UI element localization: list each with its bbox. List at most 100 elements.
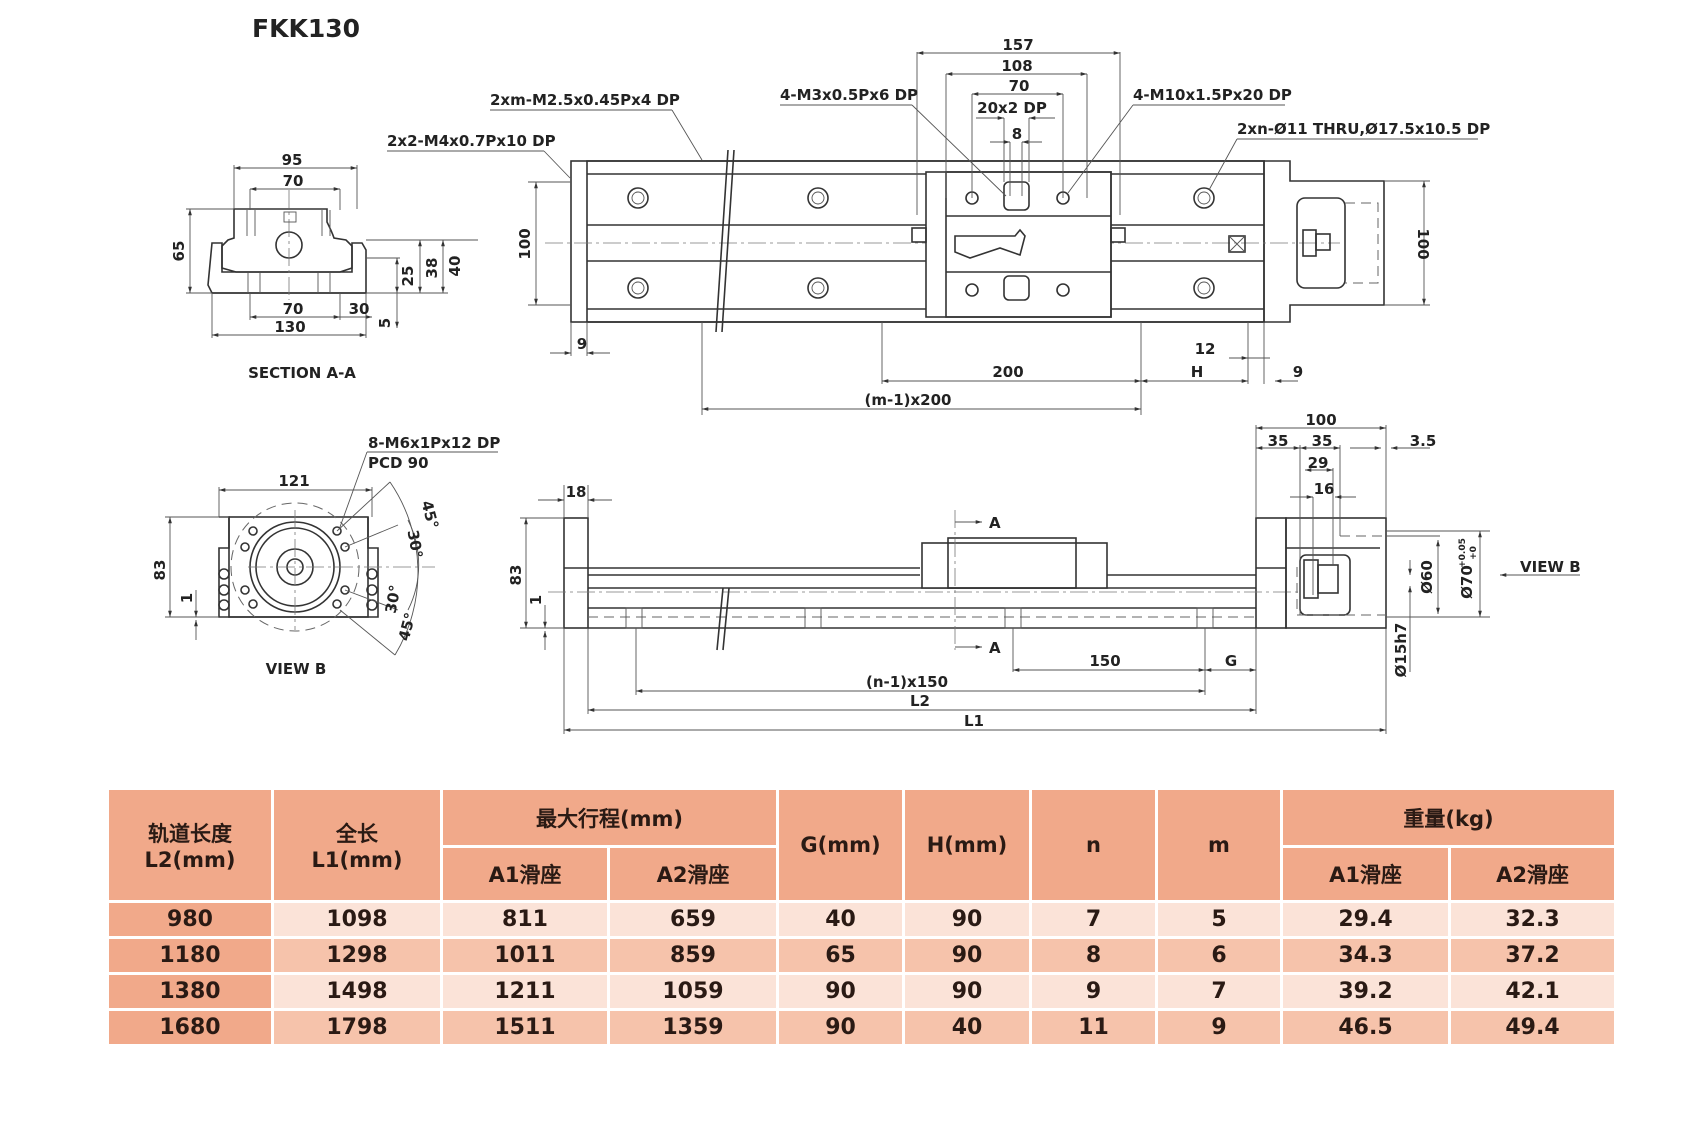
callout-pcd: PCD 90	[368, 454, 429, 472]
view-b-label: VIEW B	[266, 660, 327, 678]
technical-drawing: 95 70 65 25 38 40 70 30 130 5 SECTION A-…	[151, 36, 1581, 734]
header-weight-a2: A2滑座	[1451, 848, 1618, 903]
dim-83: 83	[151, 560, 169, 581]
cell-l1: 1498	[274, 975, 443, 1011]
dim-130: 130	[274, 318, 305, 336]
cell-g: 90	[779, 1011, 905, 1047]
section-a-marker-top: A	[989, 514, 1001, 532]
cell-n: 7	[1032, 903, 1158, 939]
cell-weight-a1: 46.5	[1283, 1011, 1451, 1047]
base-hole	[627, 277, 649, 299]
cell-stroke-a1: 1511	[443, 1011, 610, 1047]
dim-h: H	[1191, 363, 1204, 381]
base-hole	[807, 277, 829, 299]
dim-9-left: 9	[577, 335, 587, 353]
section-a-marker-bottom: A	[989, 639, 1001, 657]
dim-9-right: 9	[1293, 363, 1303, 381]
callout-end-holes: 2x2-M4x0.7Px10 DP	[387, 132, 556, 150]
dim-35-a: 35	[1268, 432, 1289, 450]
cell-stroke-a1: 811	[443, 903, 610, 939]
dim-5: 5	[376, 318, 394, 328]
cell-weight-a2: 49.4	[1451, 1011, 1618, 1047]
dim-100-motor: 100	[1305, 411, 1336, 429]
dim-1-side: 1	[527, 595, 545, 605]
section-aa-label: SECTION A-A	[248, 364, 356, 382]
callout-base-holes: 2xn-Ø11 THRU,Ø17.5x10.5 DP	[1237, 120, 1490, 138]
dim-m-1-x200: (m-1)x200	[865, 391, 952, 409]
header-max-stroke: 最大行程(mm)	[443, 790, 779, 848]
header-stroke-a1: A1滑座	[443, 848, 610, 903]
view-b-arrow-label: VIEW B	[1520, 558, 1581, 576]
angle-30-top: 30°	[404, 529, 427, 560]
dim-70-top: 70	[283, 172, 304, 190]
base-hole	[1193, 187, 1215, 209]
cell-g: 90	[779, 975, 905, 1011]
dim-29: 29	[1308, 454, 1329, 472]
dim-g: G	[1225, 652, 1237, 670]
cell-stroke-a2: 859	[610, 939, 779, 975]
cell-l1: 1298	[274, 939, 443, 975]
dim-200: 200	[992, 363, 1023, 381]
header-g: G(mm)	[779, 790, 905, 903]
model-title: FKK130	[252, 14, 361, 43]
dim-18: 18	[566, 483, 587, 501]
view-b: 121 83 1 45° 30° 30° 45° 8-M6x1Px12 DP P…	[151, 434, 500, 678]
dim-dia-70-tol-upper: +0.05	[1458, 538, 1468, 568]
dim-83-side: 83	[507, 565, 525, 586]
top-view: 157 108 70 20x2 DP 8 2xm-M2.5x0.45Px4 DP…	[387, 36, 1490, 415]
cell-stroke-a2: 659	[610, 903, 779, 939]
base-hole	[807, 187, 829, 209]
dim-121: 121	[278, 472, 309, 490]
callout-slider-m3: 4-M3x0.5Px6 DP	[780, 86, 918, 104]
dim-1: 1	[178, 593, 196, 603]
dim-dia-60: Ø60	[1418, 560, 1436, 594]
dim-8: 8	[1012, 125, 1022, 143]
cell-weight-a2: 32.3	[1451, 903, 1618, 939]
cell-g: 40	[779, 903, 905, 939]
table-row: 1380 1498 1211 1059 90 90 9 7 39.2 42.1	[109, 975, 1618, 1011]
cell-m: 7	[1158, 975, 1283, 1011]
header-weight-a1: A1滑座	[1283, 848, 1451, 903]
cell-l2: 980	[109, 903, 274, 939]
cell-n: 11	[1032, 1011, 1158, 1047]
table-row: 1680 1798 1511 1359 90 40 11 9 46.5 49.4	[109, 1011, 1618, 1047]
section-aa-view: 95 70 65 25 38 40 70 30 130 5 SECTION A-…	[170, 151, 478, 382]
cell-m: 5	[1158, 903, 1283, 939]
cell-weight-a2: 42.1	[1451, 975, 1618, 1011]
dim-3-5: 3.5	[1410, 432, 1437, 450]
cell-m: 6	[1158, 939, 1283, 975]
cell-weight-a1: 39.2	[1283, 975, 1451, 1011]
header-stroke-a2: A2滑座	[610, 848, 779, 903]
dim-l2: L2	[910, 692, 930, 710]
cell-l2: 1180	[109, 939, 274, 975]
dim-dia-70: Ø70	[1458, 565, 1476, 599]
dim-30: 30	[349, 300, 370, 318]
cell-stroke-a2: 1359	[610, 1011, 779, 1047]
angle-45-top: 45°	[417, 499, 442, 531]
callout-view-b-holes: 8-M6x1Px12 DP	[368, 434, 500, 452]
angle-30-bottom: 30°	[382, 584, 405, 615]
dim-108: 108	[1001, 57, 1032, 75]
cell-weight-a1: 34.3	[1283, 939, 1451, 975]
cell-stroke-a1: 1211	[443, 975, 610, 1011]
dim-16: 16	[1314, 480, 1335, 498]
dim-70-bottom: 70	[283, 300, 304, 318]
cell-l1: 1098	[274, 903, 443, 939]
dim-l1: L1	[964, 712, 984, 730]
dim-35-b: 35	[1312, 432, 1333, 450]
side-view: A A 18 83 1 150 G (n-1)x150 L2	[507, 411, 1581, 734]
cell-stroke-a1: 1011	[443, 939, 610, 975]
dim-20x2-dp: 20x2 DP	[977, 99, 1047, 117]
cell-h: 40	[905, 1011, 1032, 1047]
cell-weight-a1: 29.4	[1283, 903, 1451, 939]
cell-l2: 1680	[109, 1011, 274, 1047]
cell-weight-a2: 37.2	[1451, 939, 1618, 975]
callout-slider-m10: 4-M10x1.5Px20 DP	[1133, 86, 1292, 104]
cell-h: 90	[905, 975, 1032, 1011]
header-weight: 重量(kg)	[1283, 790, 1618, 848]
cell-n: 9	[1032, 975, 1158, 1011]
dim-100-right: 100	[1414, 228, 1432, 259]
cell-g: 65	[779, 939, 905, 975]
